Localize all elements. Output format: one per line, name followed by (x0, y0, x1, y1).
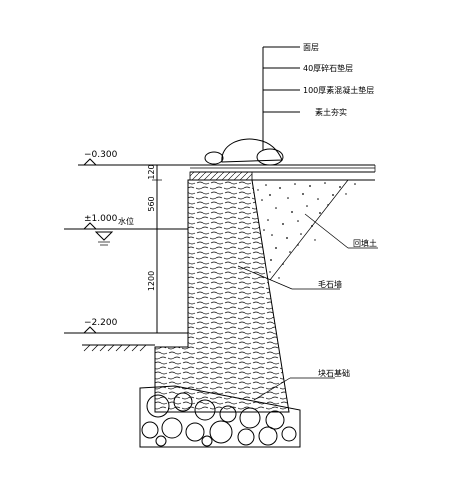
callout-backfill: 回填土 (353, 238, 377, 248)
boulder-small-left (204, 151, 224, 165)
layer-leader-group: 面层 40厚碎石垫层 100厚素混凝土垫层 素土夯实 (262, 43, 374, 150)
elev-triangle-bottom (83, 326, 97, 334)
elevation-top: −0.300 (84, 150, 118, 160)
rubble-foundation (139, 385, 301, 448)
dimension-1200: 1200 (147, 271, 156, 291)
decorative-boulders (204, 138, 284, 166)
callouts: 回填土 毛石墙 块石基础 (237, 213, 378, 401)
elevation-water: ±1.000 (84, 214, 118, 224)
elev-triangle-water (83, 222, 97, 230)
callout-backfill-leader (304, 213, 349, 249)
elev-triangle-top (83, 158, 97, 166)
callout-foundation-leader (253, 377, 291, 401)
paving-layers (189, 164, 376, 181)
layer-label-surface: 面层 (303, 43, 319, 52)
water-level-label: 水位 (118, 216, 134, 226)
dimension-chain: 120 560 1200 (147, 164, 162, 334)
backfill-boundary (269, 179, 349, 281)
dimension-120: 120 (147, 164, 156, 179)
ground-hatch (82, 344, 155, 352)
elevation-marks: −0.300 ±1.000 水位 −2.200 (64, 150, 190, 334)
backfill-soil (257, 182, 356, 279)
callout-wall-leader (237, 265, 293, 290)
boulder-large (221, 138, 283, 163)
boulder-small-right (256, 148, 284, 166)
layer-label-gravel: 40厚碎石垫层 (303, 63, 353, 73)
foundation-outline (139, 385, 301, 448)
dimension-560: 560 (147, 196, 156, 211)
retaining-wall-body (154, 179, 290, 413)
callout-wall: 毛石墙 (318, 279, 342, 289)
wall-cap (189, 171, 253, 181)
layer-label-concrete: 100厚素混凝土垫层 (303, 85, 374, 95)
water-symbol (94, 231, 114, 246)
callout-foundation: 块石基础 (318, 368, 350, 378)
layer-label-soil: 素土夯实 (315, 107, 347, 117)
elevation-bottom: −2.200 (84, 318, 118, 328)
